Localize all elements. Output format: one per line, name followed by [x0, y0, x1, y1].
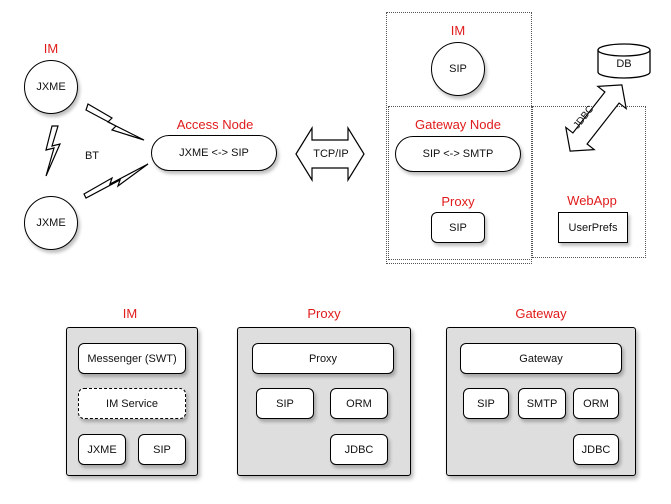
im-sip-box: SIP	[138, 434, 186, 465]
proxy-panel-sip-box: SIP	[256, 388, 314, 419]
gateway-smtp-box: SMTP	[518, 388, 566, 419]
proxy-jdbc-box: JDBC	[330, 434, 388, 465]
im2-label: IM	[450, 23, 466, 38]
proxy-label: Proxy	[441, 194, 475, 209]
gateway-node-label: Gateway Node	[415, 117, 501, 132]
proxy-sip-box: SIP	[431, 212, 485, 243]
gateway-box: Gateway	[460, 343, 622, 374]
jdbc-arrow-icon	[564, 84, 628, 152]
db-cylinder-icon	[597, 43, 651, 79]
jxme-bottom-node: JXME	[24, 196, 78, 250]
proxy-box: Proxy	[252, 343, 394, 374]
im-panel-title: IM	[122, 306, 138, 321]
im-jxme-box: JXME	[78, 434, 126, 465]
userprefs-box: UserPrefs	[558, 212, 628, 243]
tcpip-arrow-icon	[295, 125, 365, 183]
webapp-label: WebApp	[567, 193, 617, 208]
tcpip-label: TCP/IP	[313, 148, 349, 160]
bt-lightning-icon	[45, 125, 62, 177]
gateway-proxy-region	[388, 106, 532, 260]
bt-label: BT	[84, 150, 100, 162]
db-label: DB	[616, 58, 632, 70]
messenger-swt-box: Messenger (SWT)	[78, 343, 186, 374]
lightning-top-icon	[85, 103, 145, 141]
proxy-orm-box: ORM	[330, 388, 388, 419]
im2-sip-node: SIP	[431, 42, 485, 96]
access-node: JXME <-> SIP	[151, 135, 277, 171]
gateway-orm-box: ORM	[573, 388, 619, 419]
gateway-node: SIP <-> SMTP	[395, 136, 521, 172]
proxy-panel-title: Proxy	[307, 306, 341, 321]
lightning-bottom-icon	[83, 163, 149, 199]
webapp-region	[532, 106, 646, 258]
im-service-box: IM Service	[78, 388, 186, 419]
im-label: IM	[43, 41, 59, 56]
gateway-sip-box: SIP	[463, 388, 509, 419]
jxme-top-node: JXME	[24, 60, 78, 114]
gateway-jdbc-box: JDBC	[573, 434, 619, 465]
access-node-label: Access Node	[176, 117, 254, 132]
gateway-panel-title: Gateway	[515, 306, 567, 321]
